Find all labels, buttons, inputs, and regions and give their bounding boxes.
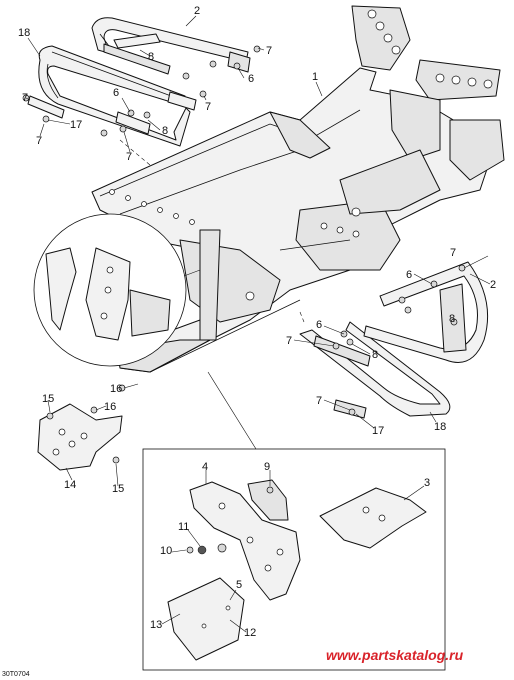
- mounting-plates-top: [27, 33, 197, 135]
- callout-5: 5: [236, 579, 242, 591]
- rear-bumper-tube-top: [38, 45, 191, 147]
- leader-lines: [25, 15, 491, 633]
- callout-6-c: 6: [406, 269, 412, 281]
- callout-18-right: 18: [434, 421, 446, 433]
- callout-9: 9: [264, 461, 270, 473]
- callout-16-b: 16: [104, 401, 116, 413]
- callout-8-c: 8: [449, 313, 455, 325]
- callout-11: 11: [178, 521, 189, 533]
- rear-bumper-tube-right: [299, 321, 451, 417]
- bolts-top: [22, 45, 261, 137]
- callout-8-d: 8: [372, 349, 378, 361]
- detail-inset: [142, 371, 446, 671]
- callout-2-top: 2: [194, 5, 200, 17]
- callout-15-a: 15: [42, 393, 54, 405]
- callout-7-f: 7: [450, 247, 456, 259]
- callout-18-top: 18: [18, 27, 30, 39]
- main-frame: [91, 5, 505, 373]
- callout-12: 12: [244, 627, 256, 639]
- bolts-right: [332, 264, 466, 416]
- bumper-bracket-top: [91, 17, 251, 75]
- bumper-bracket-right: [313, 261, 489, 419]
- callout-4: 4: [202, 461, 208, 473]
- callout-7-b: 7: [205, 101, 211, 113]
- callout-2-right: 2: [490, 279, 496, 291]
- callout-1: 1: [312, 71, 318, 83]
- watermark: www.partskatalog.ru: [326, 647, 464, 663]
- callout-7-h: 7: [316, 395, 322, 407]
- callout-labels: 2 18 7 8 6 7 1 6 7 17 7 8 7 7 6 2 8 6 7 …: [18, 5, 496, 639]
- callout-10: 10: [160, 545, 172, 557]
- assembly-line-right: [299, 311, 305, 323]
- detail-magnifier: [33, 213, 201, 367]
- callout-7-d: 7: [36, 135, 42, 147]
- callout-7-a: 7: [266, 45, 272, 57]
- drawing-code: 30T0704: [2, 671, 30, 678]
- footrest-bracket: [37, 384, 126, 471]
- callout-7-c: 7: [22, 92, 28, 104]
- frame-holes: [109, 9, 493, 301]
- callout-8-a: 8: [148, 51, 154, 63]
- callout-16-a: 16: [110, 383, 122, 395]
- callout-13: 13: [150, 619, 162, 631]
- callout-6-d: 6: [316, 319, 322, 331]
- callout-7-g: 7: [286, 335, 292, 347]
- callout-8-b: 8: [162, 125, 168, 137]
- callout-15-b: 15: [112, 483, 124, 495]
- callout-17-a: 17: [70, 119, 82, 131]
- callout-7-e: 7: [126, 151, 132, 163]
- callout-6-b: 6: [113, 87, 119, 99]
- callout-14: 14: [64, 479, 76, 491]
- callout-6-a: 6: [248, 73, 254, 85]
- callout-17-b: 17: [372, 425, 384, 437]
- callout-3: 3: [424, 477, 430, 489]
